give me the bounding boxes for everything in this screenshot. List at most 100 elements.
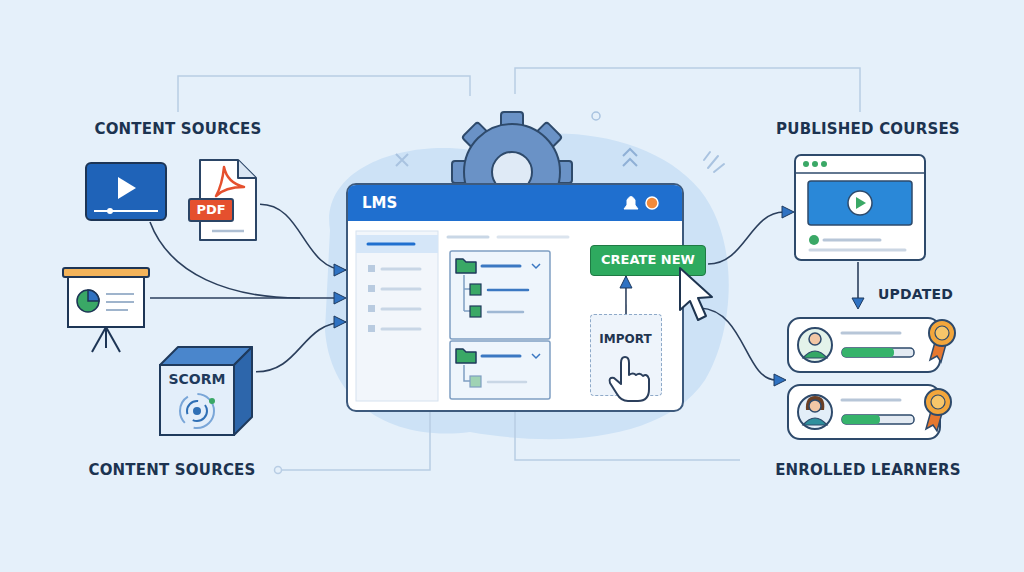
decor-line xyxy=(178,76,470,112)
course-frame xyxy=(795,155,925,260)
course-dot xyxy=(809,235,819,245)
import-label: IMPORT xyxy=(591,329,660,351)
notification-dot xyxy=(646,197,658,209)
sidebar-active-line xyxy=(368,243,414,246)
window-dot xyxy=(803,161,809,167)
section-heading: PUBLISHED COURSES xyxy=(748,119,988,139)
course-text-line xyxy=(824,239,880,242)
board-text-line xyxy=(106,309,128,311)
package-label: SCORM xyxy=(160,369,234,391)
avatar-body xyxy=(803,351,827,358)
progress-fill xyxy=(842,348,894,357)
folder-panel xyxy=(450,251,550,339)
pdf-file-icon: PDF xyxy=(188,158,260,242)
create-new-button: CREATE NEW xyxy=(590,245,706,276)
easel-leg xyxy=(105,327,107,348)
pie-chart xyxy=(77,290,99,312)
window-dot xyxy=(812,161,818,167)
section-heading: CONTENT SOURCES xyxy=(62,460,282,480)
presentation-icon xyxy=(63,268,149,352)
arrow-head xyxy=(774,374,786,386)
window-dot xyxy=(821,161,827,167)
card-frame xyxy=(788,385,940,439)
name-line xyxy=(842,332,900,335)
section-heading: CONTENT SOURCES xyxy=(68,119,288,139)
folder-name-line xyxy=(482,355,520,358)
badge-center xyxy=(935,326,949,340)
connector-line xyxy=(256,322,346,372)
board-top-bar xyxy=(63,268,149,277)
decor-line xyxy=(515,412,740,460)
decor-line xyxy=(515,68,860,112)
folder-name-line xyxy=(482,265,520,268)
avatar-circle xyxy=(798,395,832,429)
window-title: LMS xyxy=(362,190,442,216)
tree-item xyxy=(470,306,481,317)
progress-track xyxy=(842,415,914,424)
button-label: CREATE NEW xyxy=(591,246,705,275)
background-blob xyxy=(325,134,729,440)
item-line xyxy=(488,311,523,314)
arrow-head xyxy=(334,264,346,276)
folder-icon xyxy=(456,259,476,273)
package-core xyxy=(193,407,201,415)
decor-sparkle xyxy=(704,152,724,172)
sidebar-line xyxy=(382,288,420,291)
expand-chevron xyxy=(532,354,540,358)
sidebar-icon xyxy=(368,265,375,272)
decor-cross xyxy=(396,154,408,166)
flow-connector xyxy=(256,316,346,372)
cube-side xyxy=(234,347,252,435)
progress-fill xyxy=(842,415,880,424)
import-drop-zone-drawing xyxy=(591,315,661,395)
flow-line xyxy=(700,308,776,380)
text-line xyxy=(212,230,244,233)
header-line xyxy=(498,236,568,239)
expand-chevron xyxy=(532,264,540,268)
title-bar xyxy=(348,185,682,221)
sidebar-icon xyxy=(368,305,375,312)
package-orbit xyxy=(180,394,214,428)
lms-window: LMSCREATE NEWIMPORT xyxy=(346,183,684,412)
card-frame xyxy=(788,318,940,372)
sidebar-line xyxy=(382,268,420,271)
flow-connector xyxy=(620,276,632,314)
video-progress xyxy=(94,210,158,212)
learner-card xyxy=(788,385,951,439)
connector-line xyxy=(260,204,346,270)
status-label: UPDATED xyxy=(878,284,968,304)
item-line xyxy=(488,289,528,292)
course-window xyxy=(795,155,925,260)
pie-slice xyxy=(88,290,99,301)
package-dot xyxy=(209,398,215,404)
badge-medal xyxy=(929,320,955,346)
tree-item xyxy=(470,376,481,387)
learner-card xyxy=(788,318,955,372)
video-frame xyxy=(86,163,166,220)
course-top-bar xyxy=(795,172,925,174)
sidebar-icon xyxy=(368,285,375,292)
play-symbol xyxy=(856,197,866,209)
cube-front xyxy=(160,365,234,435)
decor-chevrons xyxy=(623,149,637,166)
sidebar-line xyxy=(382,308,420,311)
easel-leg xyxy=(92,327,106,352)
section-heading: ENROLLED LEARNERS xyxy=(748,460,988,480)
course-text-line xyxy=(810,249,905,252)
video-progress-knob xyxy=(107,208,113,214)
avatar-head xyxy=(809,333,821,345)
flow-line xyxy=(150,297,336,299)
package-orbit xyxy=(187,401,207,421)
flow-line xyxy=(708,212,784,264)
progress-track xyxy=(842,348,914,357)
import-drop-zone: IMPORT xyxy=(590,314,662,396)
mouse-cursor xyxy=(680,268,712,320)
arrow-head xyxy=(620,276,632,288)
board-text-line xyxy=(106,301,134,303)
decor-circle xyxy=(592,112,600,120)
tree-line xyxy=(464,365,470,381)
update-arrow-line xyxy=(857,262,859,299)
acrobat-symbol xyxy=(216,167,244,196)
